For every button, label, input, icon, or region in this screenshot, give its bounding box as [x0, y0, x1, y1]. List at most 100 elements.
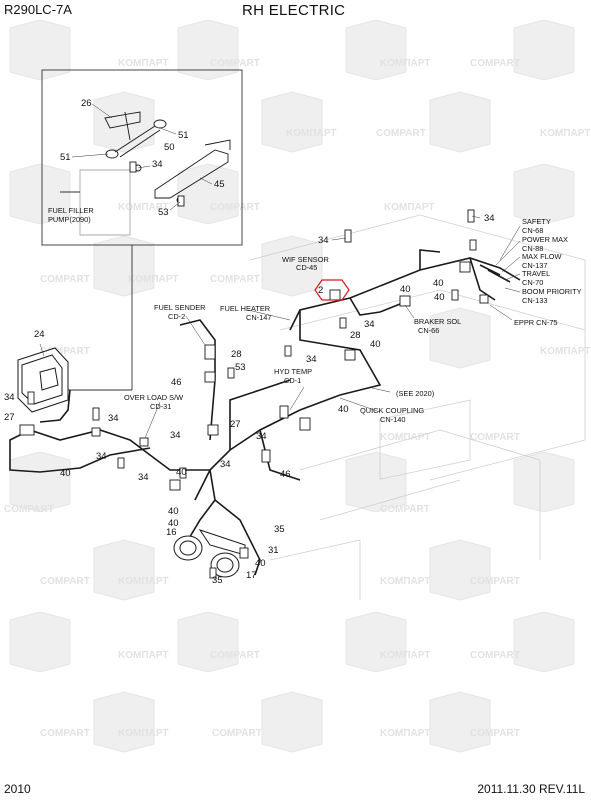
revision-date: 2011.11.30 REV.11L	[477, 782, 585, 796]
label-travel-cn: CN-70	[522, 278, 543, 287]
part-number-46: 46	[171, 377, 182, 388]
watermark-text: COMPART	[470, 576, 520, 587]
watermark-row: KOMПAPT COMPART KOMПAPT	[9, 163, 575, 225]
watermark-text: KOMПAPT	[118, 576, 169, 587]
page-title: RH ELECTRIC	[242, 2, 346, 19]
part-number-34: 34	[306, 354, 317, 365]
label-wif-sensor-cd: CD-45	[296, 263, 317, 272]
watermark-text: COMPART	[4, 504, 54, 515]
part-number-34: 34	[220, 459, 231, 470]
watermark-text: KOMПAPT	[380, 728, 431, 739]
part-number-40: 40	[370, 339, 381, 350]
part-number-34: 34	[138, 472, 149, 483]
part-number-17: 17	[246, 570, 257, 581]
label-fuel-heater: FUEL HEATER	[220, 304, 270, 313]
bracket-icon	[104, 111, 141, 141]
watermark-text: COMPART	[380, 504, 430, 515]
watermark-row: KOMПAPT COMPART KOMПAPT COMPART	[9, 611, 575, 673]
label-power-max: POWER MAX	[522, 235, 568, 244]
part-number-34: 34	[256, 431, 267, 442]
watermark-text: COMPART	[470, 728, 520, 739]
label-quick-coupling-cn: CN-140	[380, 415, 405, 424]
watermark-text: COMPART	[470, 650, 520, 661]
watermark-row: KOMПAPT COMPART COMPART COMPART	[4, 432, 575, 515]
label-braker-sol-cn: CN-66	[418, 326, 439, 335]
watermark-text: KOMПAPT	[118, 728, 169, 739]
watermark-text: KOMПAPT	[380, 576, 431, 587]
part-number-46: 46	[280, 469, 291, 480]
leader-lines	[39, 103, 521, 439]
watermark-text: KOMПAPT	[286, 128, 337, 139]
label-over-load: OVER LOAD S/W	[124, 393, 183, 402]
label-safety-cn: CN-68	[522, 226, 543, 235]
page-number: 2010	[4, 782, 31, 796]
mounting-bracket-icon	[154, 139, 231, 199]
part-number-40: 40	[168, 518, 179, 529]
watermark-text: COMPART	[470, 58, 520, 69]
part-number-53: 53	[235, 362, 246, 373]
part-number-28: 28	[350, 330, 361, 341]
wire-harness	[9, 249, 521, 576]
watermark-text: KOMПAPT	[384, 202, 435, 213]
watermark-text: COMPART	[210, 202, 260, 213]
watermark-row: KOMПAPT COMPART KOMПAPT	[93, 91, 591, 153]
model-code: R290LC-7A	[4, 2, 72, 17]
part-number-16: 16	[166, 527, 177, 538]
part-number-26: 26	[81, 98, 92, 109]
label-max-flow-cn: CN-137	[522, 261, 547, 270]
part-number-51: 51	[178, 130, 189, 141]
part-number-27: 27	[4, 412, 15, 423]
label-hyd-temp-cd: CD-1	[284, 376, 301, 385]
label-braker-sol: BRAKER SOL	[414, 317, 461, 326]
part-number-28: 28	[231, 349, 242, 360]
label-fuel-heater-cn: CN-147	[246, 313, 271, 322]
part-number-31: 31	[268, 545, 279, 556]
watermark-text: KOMПAPT	[118, 650, 169, 661]
bolt-icons	[27, 161, 477, 579]
connector-cluster	[19, 261, 489, 559]
label-fuel-sender-cd: CD-2	[168, 312, 185, 321]
watermark-text: COMPART	[40, 728, 90, 739]
watermark-text: KOMПAPT	[380, 58, 431, 69]
label-see-2020: (SEE 2020)	[396, 389, 434, 398]
label-hyd-temp: HYD TEMP	[274, 367, 312, 376]
label-safety: SAFETY	[522, 217, 551, 226]
watermark-row: COMPART KOMПAPT KOMПAPT COMPART	[40, 539, 520, 601]
part-2-highlight[interactable]: 2	[314, 279, 350, 301]
label-fuel-filler: FUEL FILLER	[48, 206, 94, 215]
part-number-35: 35	[274, 524, 285, 535]
watermark-text: COMPART	[210, 58, 260, 69]
connector-labels: FUEL FILLER PUMP(2090) SAFETY CN-68 POWE…	[48, 206, 582, 424]
label-eppr: EPPR CN-75	[514, 318, 558, 327]
watermark-text: KOMПAPT	[118, 202, 169, 213]
watermark-text: KOMПAPT	[118, 58, 169, 69]
watermark-text: COMPART	[40, 346, 90, 357]
part-number-34: 34	[170, 430, 181, 441]
part-callouts: 26 51 50 51 34 45 53 34 34 40 40 40 34 2…	[4, 98, 495, 586]
watermark-text: COMPART	[376, 128, 426, 139]
watermark-text: KOMПAPT	[540, 128, 591, 139]
watermark-text: COMPART	[40, 576, 90, 587]
part-number-45: 45	[214, 179, 225, 190]
watermark-text: KOMПAPT	[128, 274, 179, 285]
part-number-40: 40	[433, 278, 444, 289]
watermark-text: COMPART	[40, 274, 90, 285]
watermark-layer: KOMПAPT COMPART KOMПAPT COMPART KOMПAPT …	[4, 19, 591, 753]
part-number-51: 51	[60, 152, 71, 163]
watermark-row: KOMПAPT COMPART KOMПAPT COMPART	[9, 19, 575, 81]
part-number-34: 34	[108, 413, 119, 424]
label-travel: TRAVEL	[522, 269, 550, 278]
inset-fuel-filler-detail	[41, 69, 243, 391]
part-number-34: 34	[318, 235, 329, 246]
watermark-row: KOMПAPT COMPART	[40, 307, 591, 369]
watermark-row: COMPART KOMПAPT COMPART	[40, 235, 323, 297]
machine-frame-outline	[249, 214, 586, 600]
part-number-40: 40	[60, 468, 71, 479]
part-number-34: 34	[4, 392, 15, 403]
watermark-text: KOMПAPT	[380, 650, 431, 661]
part-number-2: 2	[318, 285, 323, 296]
part-number-34: 34	[364, 319, 375, 330]
label-fuel-sender: FUEL SENDER	[154, 303, 205, 312]
watermark-text: COMPART	[210, 274, 260, 285]
